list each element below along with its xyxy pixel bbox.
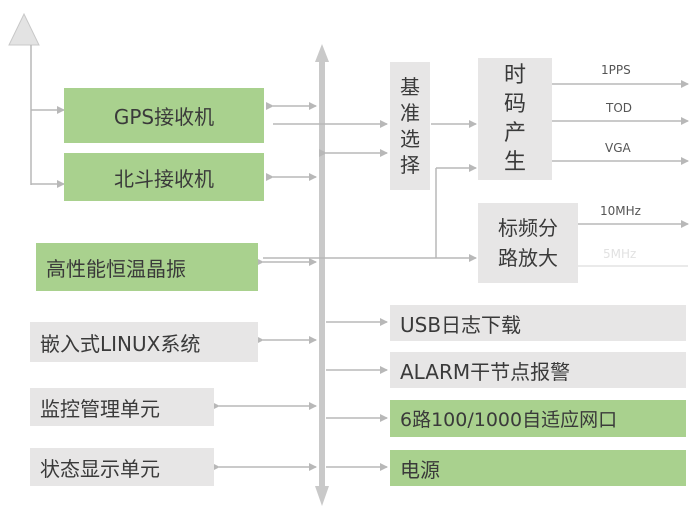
right-links — [326, 318, 388, 471]
output-label-vga: VGA — [605, 141, 631, 155]
linux-system-block: 嵌入式LINUX系统 — [30, 322, 258, 362]
frequency-amplifier-block: 标频分 路放大 — [478, 203, 578, 283]
beidou-receiver-block: 北斗接收机 — [64, 153, 264, 201]
reference-select-char: 基 — [400, 75, 420, 99]
network-ports-block: 6路100/1000自适应网口 — [390, 400, 686, 437]
left-links — [212, 102, 317, 471]
reference-select-char: 择 — [400, 153, 420, 177]
beidou-receiver-label: 北斗接收机 — [114, 166, 214, 191]
main-bus — [315, 44, 329, 506]
gps-receiver-block: GPS接收机 — [64, 88, 264, 143]
ocxo-block: 高性能恒温晶振 — [36, 243, 258, 291]
power-block: 电源 — [390, 450, 686, 486]
network-ports-label: 6路100/1000自适应网口 — [400, 409, 618, 431]
display-unit-block: 状态显示单元 — [30, 448, 214, 486]
output-links — [552, 80, 689, 228]
monitor-unit-label: 监控管理单元 — [40, 396, 160, 421]
alarm-relay-block: ALARM干节点报警 — [390, 352, 686, 388]
output-label-1pps: 1PPS — [601, 63, 631, 77]
gps-receiver-label: GPS接收机 — [113, 105, 215, 129]
antenna-icon — [8, 12, 65, 188]
reference-select-block: 基 准 选 择 — [390, 62, 430, 190]
frequency-amplifier-line: 标频分 — [498, 216, 558, 240]
timecode-generator-char: 生 — [503, 150, 526, 175]
reference-links — [263, 120, 477, 262]
power-label: 电源 — [400, 457, 440, 482]
timecode-generator-char: 产 — [503, 121, 526, 146]
output-label-10mhz: 10MHz — [600, 204, 641, 218]
timecode-generator-char: 码 — [503, 92, 526, 117]
timecode-generator-block: 时 码 产 生 — [478, 58, 552, 180]
timecode-generator-char: 时 — [503, 63, 526, 88]
frequency-amplifier-line: 路放大 — [498, 246, 558, 270]
output-label-5mhz: 5MHz — [603, 247, 637, 261]
usb-log-block: USB日志下载 — [390, 305, 686, 341]
ocxo-label: 高性能恒温晶振 — [46, 256, 186, 281]
reference-select-char: 准 — [400, 101, 420, 125]
alarm-relay-label: ALARM干节点报警 — [400, 359, 571, 384]
reference-select-char: 选 — [400, 127, 420, 151]
monitor-unit-block: 监控管理单元 — [30, 388, 214, 426]
usb-log-label: USB日志下载 — [400, 312, 522, 337]
display-unit-label: 状态显示单元 — [40, 456, 160, 481]
linux-system-label: 嵌入式LINUX系统 — [40, 331, 201, 356]
output-label-tod: TOD — [606, 101, 633, 115]
